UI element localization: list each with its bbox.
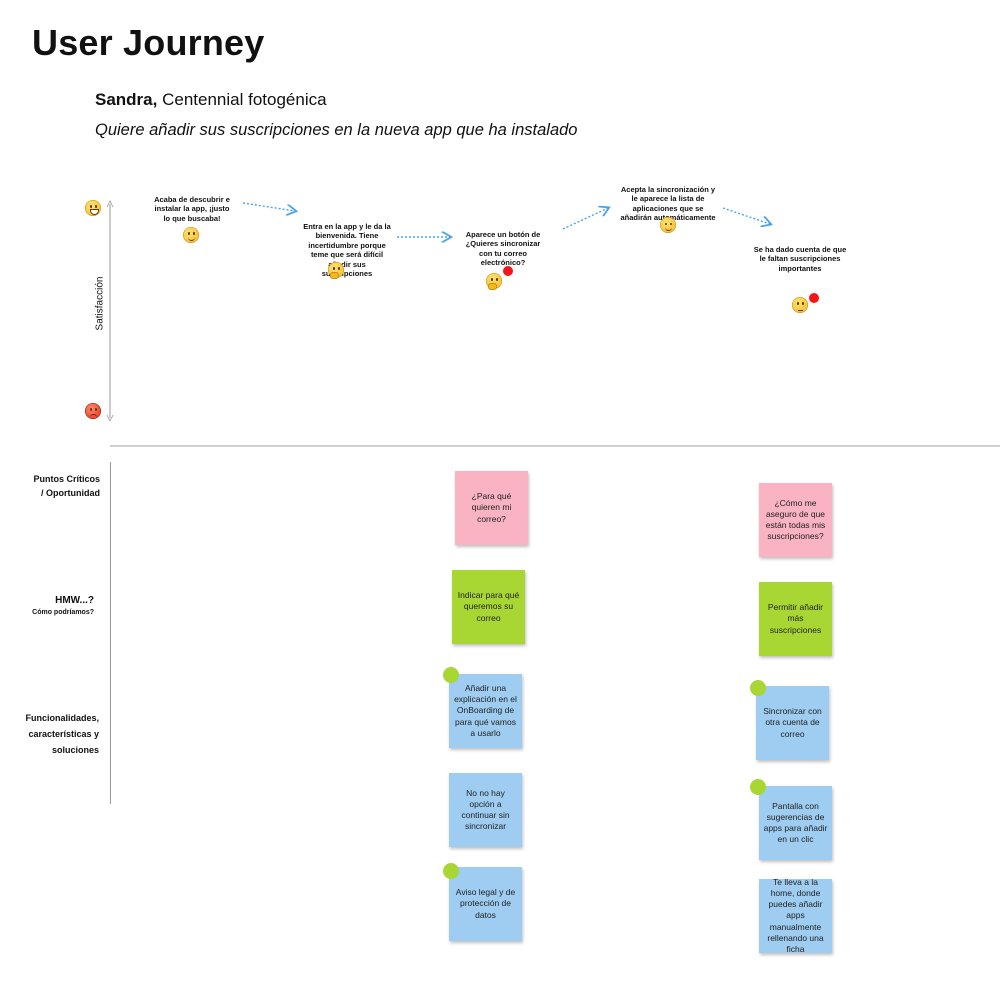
row-label-features: Funcionalidades, características y soluc… — [10, 711, 99, 758]
axis-top-tick — [106, 200, 114, 208]
angry-face-icon — [85, 403, 101, 419]
vote-dot — [443, 667, 459, 683]
rows-divider — [110, 462, 111, 804]
confused-face-icon — [792, 297, 808, 313]
journey-arrow-3 — [562, 208, 608, 230]
persona-description: Centennial fotogénica — [162, 90, 327, 109]
vote-dot — [443, 863, 459, 879]
thinking-face-icon — [328, 262, 344, 279]
row-label-critical-line2: / Oportunidad — [41, 488, 100, 499]
sticky-note-hmw[interactable]: Indicar para qué queremos su correo — [452, 570, 525, 644]
sticky-note-feature[interactable]: Añadir una explicación en el OnBoarding … — [449, 674, 522, 748]
persona: Sandra, Centennial fotogénica — [95, 90, 327, 110]
page-title: User Journey — [32, 22, 265, 63]
persona-goal: Quiere añadir sus suscripciones en la nu… — [95, 121, 578, 139]
row-label-features-line3: soluciones — [51, 744, 99, 755]
journey-arrow-1 — [242, 202, 295, 211]
journey-step-1: Acaba de descubrir e instalar la app, ¡j… — [154, 195, 230, 223]
persona-name: Sandra, — [95, 90, 158, 109]
slightly-smiling-face-icon — [183, 227, 199, 243]
thinking-face-icon — [486, 273, 502, 290]
row-label-hmw-sub: Cómo podríamos? — [32, 609, 94, 616]
vote-dot — [750, 680, 766, 696]
sticky-note-feature[interactable]: Sincronizar con otra cuenta de correo — [756, 686, 829, 760]
sticky-note-feature[interactable]: Te lleva a la home, donde puedes añadir … — [759, 877, 832, 954]
alert-dot — [503, 266, 513, 276]
sticky-note-critical[interactable]: ¿Cómo me aseguro de que están todas mis … — [759, 483, 832, 557]
sticky-note-feature[interactable]: No no hay opción a continuar sin sincron… — [449, 773, 522, 847]
relieved-face-icon — [660, 217, 676, 233]
row-label-critical-line1: Puntos Críticos — [33, 474, 100, 484]
journey-step-3: Aparece un botón de ¿Quieres sincronizar… — [465, 230, 541, 268]
row-label-features-line1: Funcionalidades, — [25, 713, 99, 723]
sticky-note-critical[interactable]: ¿Para qué quieren mi correo? — [455, 471, 528, 545]
row-label-hmw: HMW...? Cómo podríamos? — [10, 593, 94, 617]
row-label-hmw-title: HMW...? — [55, 595, 94, 606]
journey-step-2: Entra en la app y le da la bienvenida. T… — [303, 222, 391, 278]
satisfaction-axis-label: Satisfacción — [94, 276, 106, 331]
sticky-note-hmw[interactable]: Permitir añadir más suscripciones — [759, 582, 832, 656]
alert-dot — [809, 293, 819, 303]
journey-canvas — [106, 200, 1000, 447]
row-label-critical: Puntos Críticos / Oportunidad — [10, 472, 100, 501]
row-label-features-line2: características y — [28, 728, 99, 739]
journey-step-5: Se ha dado cuenta de que le faltan suscr… — [753, 245, 847, 273]
sticky-note-feature[interactable]: Aviso legal y de protección de datos — [449, 867, 522, 941]
axis-bottom-tick — [106, 414, 114, 422]
vote-dot — [750, 779, 766, 795]
sticky-note-feature[interactable]: Pantalla con sugerencias de apps para añ… — [759, 786, 832, 860]
journey-arrow-4 — [722, 207, 770, 224]
grinning-face-icon — [85, 200, 101, 216]
